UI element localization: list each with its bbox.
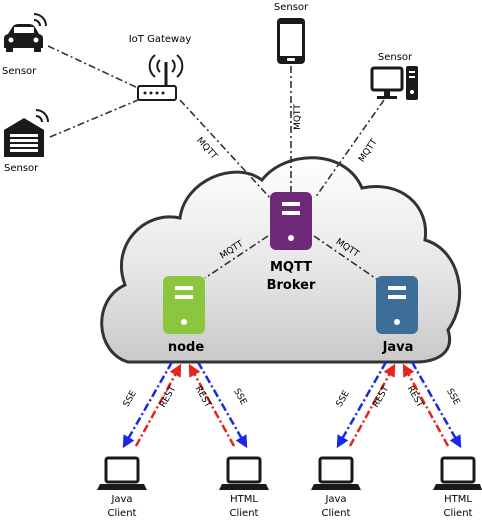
mqtt-label-gateway: MQTT [194, 136, 219, 162]
computer-icon [370, 66, 418, 100]
mqtt-label-computer: MQTT [357, 137, 380, 164]
sse-label-2: SSE [231, 387, 248, 407]
car-icon [4, 13, 47, 52]
link-car-gateway [47, 45, 139, 89]
broker-label-line2: Broker [267, 278, 316, 293]
client-label-3-line1: Java [324, 494, 346, 505]
java-server-icon [376, 276, 418, 334]
sse-arrow-node-java [122, 361, 174, 449]
link-computer-broker [314, 99, 385, 199]
link-broker-java [313, 235, 379, 281]
mqtt-links [47, 45, 385, 281]
sse-label-3: SSE [335, 389, 352, 409]
link-broker-node [204, 235, 269, 279]
client-label-2-line2: Client [230, 508, 259, 519]
rest-label-1: REST [158, 384, 178, 409]
broker-label-line1: MQTT [270, 260, 312, 275]
garage-icon [4, 109, 49, 157]
java-server-label: Java [382, 340, 414, 355]
sensor-label-computer: Sensor [378, 52, 413, 63]
rest-label-2: REST [193, 384, 213, 409]
client-label-1-line1: Java [110, 494, 132, 505]
node-server-label: node [168, 340, 204, 355]
client-arrows [122, 361, 462, 449]
sensor-label-phone: Sensor [274, 2, 309, 13]
laptop-icon [433, 456, 482, 490]
rest-arrow-java-java [348, 363, 396, 447]
rest-arrow-node-java [134, 363, 182, 447]
sse-label-4: SSE [444, 387, 461, 407]
sse-arrow-java-java [336, 361, 388, 449]
laptop-icon [219, 456, 269, 490]
laptop-icon [311, 456, 361, 490]
laptop-icon [97, 456, 147, 490]
gateway-label: IoT Gateway [129, 34, 192, 45]
sensor-label-car: Sensor [2, 66, 37, 77]
mqtt-label-phone: MQTT [293, 104, 303, 130]
rest-arrow-java-html [402, 363, 450, 447]
client-label-4-line1: HTML [444, 494, 472, 505]
rest-arrow-node-html [188, 363, 236, 447]
client-label-2-line1: HTML [230, 494, 258, 505]
rest-label-3: REST [371, 384, 391, 409]
sse-label-1: SSE [122, 389, 139, 409]
sse-arrow-java-html [410, 361, 462, 449]
link-garage-gateway [49, 99, 139, 138]
client-label-3-line2: Client [322, 508, 351, 519]
sensor-label-garage: Sensor [4, 163, 39, 174]
sse-arrow-node-html [196, 361, 248, 449]
router-icon [137, 54, 184, 101]
broker-server-icon [270, 192, 312, 250]
node-server-icon [163, 276, 205, 334]
client-label-1-line2: Client [108, 508, 137, 519]
client-label-4-line2: Client [444, 508, 473, 519]
phone-icon [277, 18, 305, 64]
